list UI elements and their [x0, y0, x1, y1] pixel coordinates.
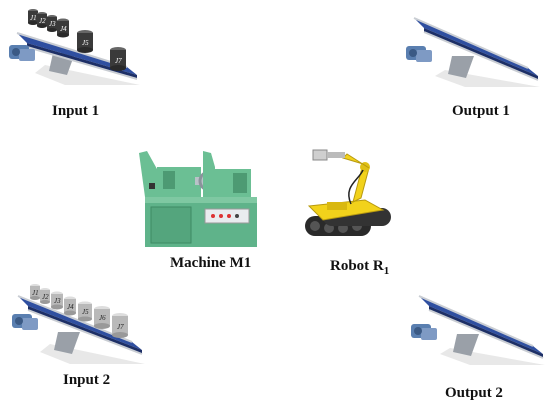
job-cylinder: J2	[37, 12, 47, 28]
input-2-conveyor: J1 J2 J3 J4 J5 J6 J7	[10, 282, 150, 364]
job-label: J5	[82, 39, 89, 47]
output-2-conveyor	[405, 290, 550, 365]
robot-r1-icon	[303, 149, 393, 245]
job-cylinder: J7	[110, 47, 126, 71]
job-cylinder: J2	[40, 288, 50, 304]
job-cylinder: J3	[47, 15, 57, 32]
input-1-label: Input 1	[52, 103, 100, 119]
job-label: J4	[60, 25, 67, 33]
job-cylinder: J4	[57, 18, 69, 38]
output-2-label: Output 2	[445, 385, 503, 401]
job-cylinder: J3	[51, 291, 63, 310]
job-cylinder: J1	[30, 284, 40, 300]
machine-m1-icon	[135, 147, 263, 249]
job-cylinders-input-2: J1 J2 J3 J4 J5 J6 J7	[30, 284, 128, 338]
output-1-conveyor	[400, 12, 545, 87]
job-label: J5	[82, 308, 89, 316]
robot-label-text: Robot	[330, 258, 370, 274]
job-cylinder: J5	[78, 301, 92, 322]
job-cylinders-input-1: J1 J2 J3 J4 J5 J7	[28, 9, 126, 71]
job-label: J4	[67, 303, 74, 311]
job-label: J1	[32, 289, 39, 297]
job-cylinder: J5	[77, 30, 93, 53]
job-label: J1	[30, 14, 37, 22]
job-label: J2	[42, 293, 49, 301]
job-cylinder: J1	[28, 9, 38, 25]
input-2-label: Input 2	[63, 372, 111, 388]
output-1-label: Output 1	[452, 103, 510, 119]
job-cylinder: J4	[64, 296, 76, 316]
job-label: J6	[99, 314, 106, 322]
job-cylinder: J7	[112, 313, 128, 338]
machine-m1-label: Machine M1	[170, 255, 252, 271]
robot-id: R	[372, 258, 384, 274]
robot-id-subscript: 1	[383, 265, 390, 277]
job-label: J7	[115, 57, 122, 65]
job-label: J3	[49, 20, 56, 28]
job-label: J2	[39, 17, 46, 25]
robot-r1-label: Robot R1	[330, 258, 389, 277]
job-label: J7	[117, 323, 124, 331]
input-1-conveyor: J1 J2 J3 J4 J5 J7	[5, 5, 145, 85]
job-label: J3	[54, 297, 61, 305]
job-cylinder: J6	[94, 306, 110, 329]
